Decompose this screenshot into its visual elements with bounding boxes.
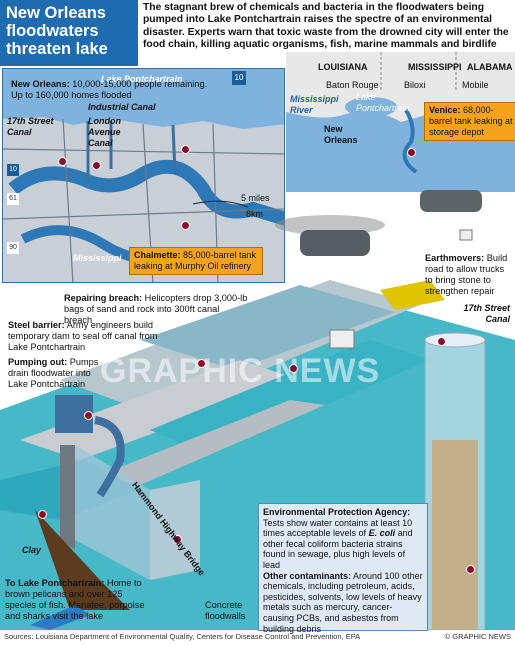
state-alabama: ALABAMA (467, 62, 513, 72)
city-baton-rouge: Baton Rouge (326, 80, 379, 90)
route-61-sign: 61 (7, 193, 19, 205)
title-line-2: floodwaters (6, 22, 99, 40)
marker-dot (289, 364, 298, 373)
steel-title: Steel barrier: (8, 320, 65, 330)
sources: Sources: Louisiana Department of Environ… (4, 632, 361, 641)
marker-dot (173, 535, 182, 544)
title-box: New Orleans floodwaters threaten lake (0, 0, 138, 66)
industrial-canal-label: Industrial Canal (88, 102, 156, 112)
marker-dot (58, 157, 67, 166)
contaminants-title: Other contaminants: (263, 570, 352, 581)
steel-text: Army engineers build temporary dam to se… (8, 320, 158, 352)
floodwalls-label: Concrete floodwalls (205, 600, 246, 621)
earthmovers-callout: Earthmovers: Build road to allow trucks … (425, 253, 513, 297)
marker-dot (197, 359, 206, 368)
street-canal-label: 17th Street Canal (7, 116, 54, 137)
city-map-graphic (3, 117, 284, 282)
london-canal-label: London Avenue Canal (88, 116, 121, 148)
marker-dot (92, 161, 101, 170)
venice-callout: Venice: 68,000-barrel tank leaking at st… (424, 102, 515, 141)
venice-title: Venice: (429, 105, 461, 115)
venice-text: 68,000-barrel tank leaking at storage de… (429, 105, 513, 137)
marker-dot (437, 337, 446, 346)
ecoli-text: E. coli (368, 528, 396, 539)
marker-dot (181, 221, 190, 230)
epa-title: Environmental Protection Agency: (263, 507, 411, 517)
regional-river-label: Mississippi River (290, 94, 339, 115)
pumping-title: Pumping out: (8, 357, 68, 367)
marker-dot (38, 510, 47, 519)
street-canal-diagram-label: 17th Street Canal (463, 303, 510, 324)
regional-new-orleans: New Orleans (324, 124, 358, 145)
new-orleans-callout: New Orleans: 10,000-15,000 people remain… (11, 79, 211, 101)
marker-dot (181, 145, 190, 154)
scale-km: 8km (246, 209, 264, 219)
river-label: Mississippi (73, 253, 122, 263)
earthmovers-title: Earthmovers: (425, 253, 485, 263)
watermark: GRAPHIC NEWS (100, 352, 381, 390)
city-biloxi: Biloxi (404, 80, 426, 90)
lake-title: To Lake Pontchartrain: (5, 578, 105, 588)
pumping-text: Pumps drain floodwater into Lake Pontcha… (8, 357, 99, 389)
regional-lake-label: Lake Pontchartrain (356, 92, 410, 113)
epa-text-1a: Tests show water contains at least 10 ti… (263, 517, 413, 539)
city-mobile: Mobile (462, 80, 489, 90)
state-louisiana: LOUISIANA (318, 62, 368, 72)
lake-label: Lake Pontchartrain (101, 74, 183, 84)
repairing-text: Helicopters drop 3,000-lb bags of sand a… (64, 293, 248, 325)
marker-dot (84, 411, 93, 420)
contaminants-text: Around 100 other chemicals, including pe… (263, 570, 423, 634)
epa-text-1b: and other fecal coliform bacteria strain… (263, 528, 413, 570)
city-map: Lake Pontchartrain 10 New Orleans: 10,00… (2, 68, 285, 283)
state-mississippi: MISSISSIPPI (408, 62, 462, 72)
regional-map: LOUISIANA MISSISSIPPI ALABAMA Baton Roug… (286, 52, 515, 192)
new-orleans-title: New Orleans: (11, 79, 70, 89)
scale-miles: 5 miles (241, 193, 270, 203)
chalmette-text: 85,000-barrel tank leaking at Murphy Oil… (134, 250, 257, 271)
new-orleans-text: 10,000-15,000 people remaining. Up to 16… (11, 79, 208, 100)
epa-box: Environmental Protection Agency: Tests s… (258, 503, 428, 634)
earthmovers-text: Build road to allow trucks to bring ston… (425, 253, 508, 296)
lake-text: Home to brown pelicans and over 125 spec… (5, 578, 145, 621)
chalmette-callout: Chalmette: 85,000-barrel tank leaking at… (129, 247, 263, 275)
chalmette-title: Chalmette: (134, 250, 181, 260)
repairing-title: Repairing breach: (64, 293, 143, 303)
marker-dot (466, 565, 475, 574)
clay-label: Clay (22, 545, 42, 555)
interstate-10-sign: 10 (232, 71, 246, 85)
steel-callout: Steel barrier: Army engineers build temp… (8, 320, 178, 353)
repairing-callout: Repairing breach: Helicopters drop 3,000… (64, 293, 249, 326)
interstate-10-sign: 10 (7, 164, 19, 176)
copyright: © GRAPHIC NEWS (444, 632, 511, 641)
marker-dot (407, 148, 416, 157)
title-line-3: threaten lake (6, 40, 108, 58)
route-90-sign: 90 (7, 242, 19, 254)
title-line-1: New Orleans (6, 4, 106, 22)
lake-callout: To Lake Pontchartrain: Home to brown pel… (5, 578, 145, 622)
pumping-callout: Pumping out: Pumps drain floodwater into… (8, 357, 108, 390)
intro-text: The stagnant brew of chemicals and bacte… (143, 2, 509, 51)
